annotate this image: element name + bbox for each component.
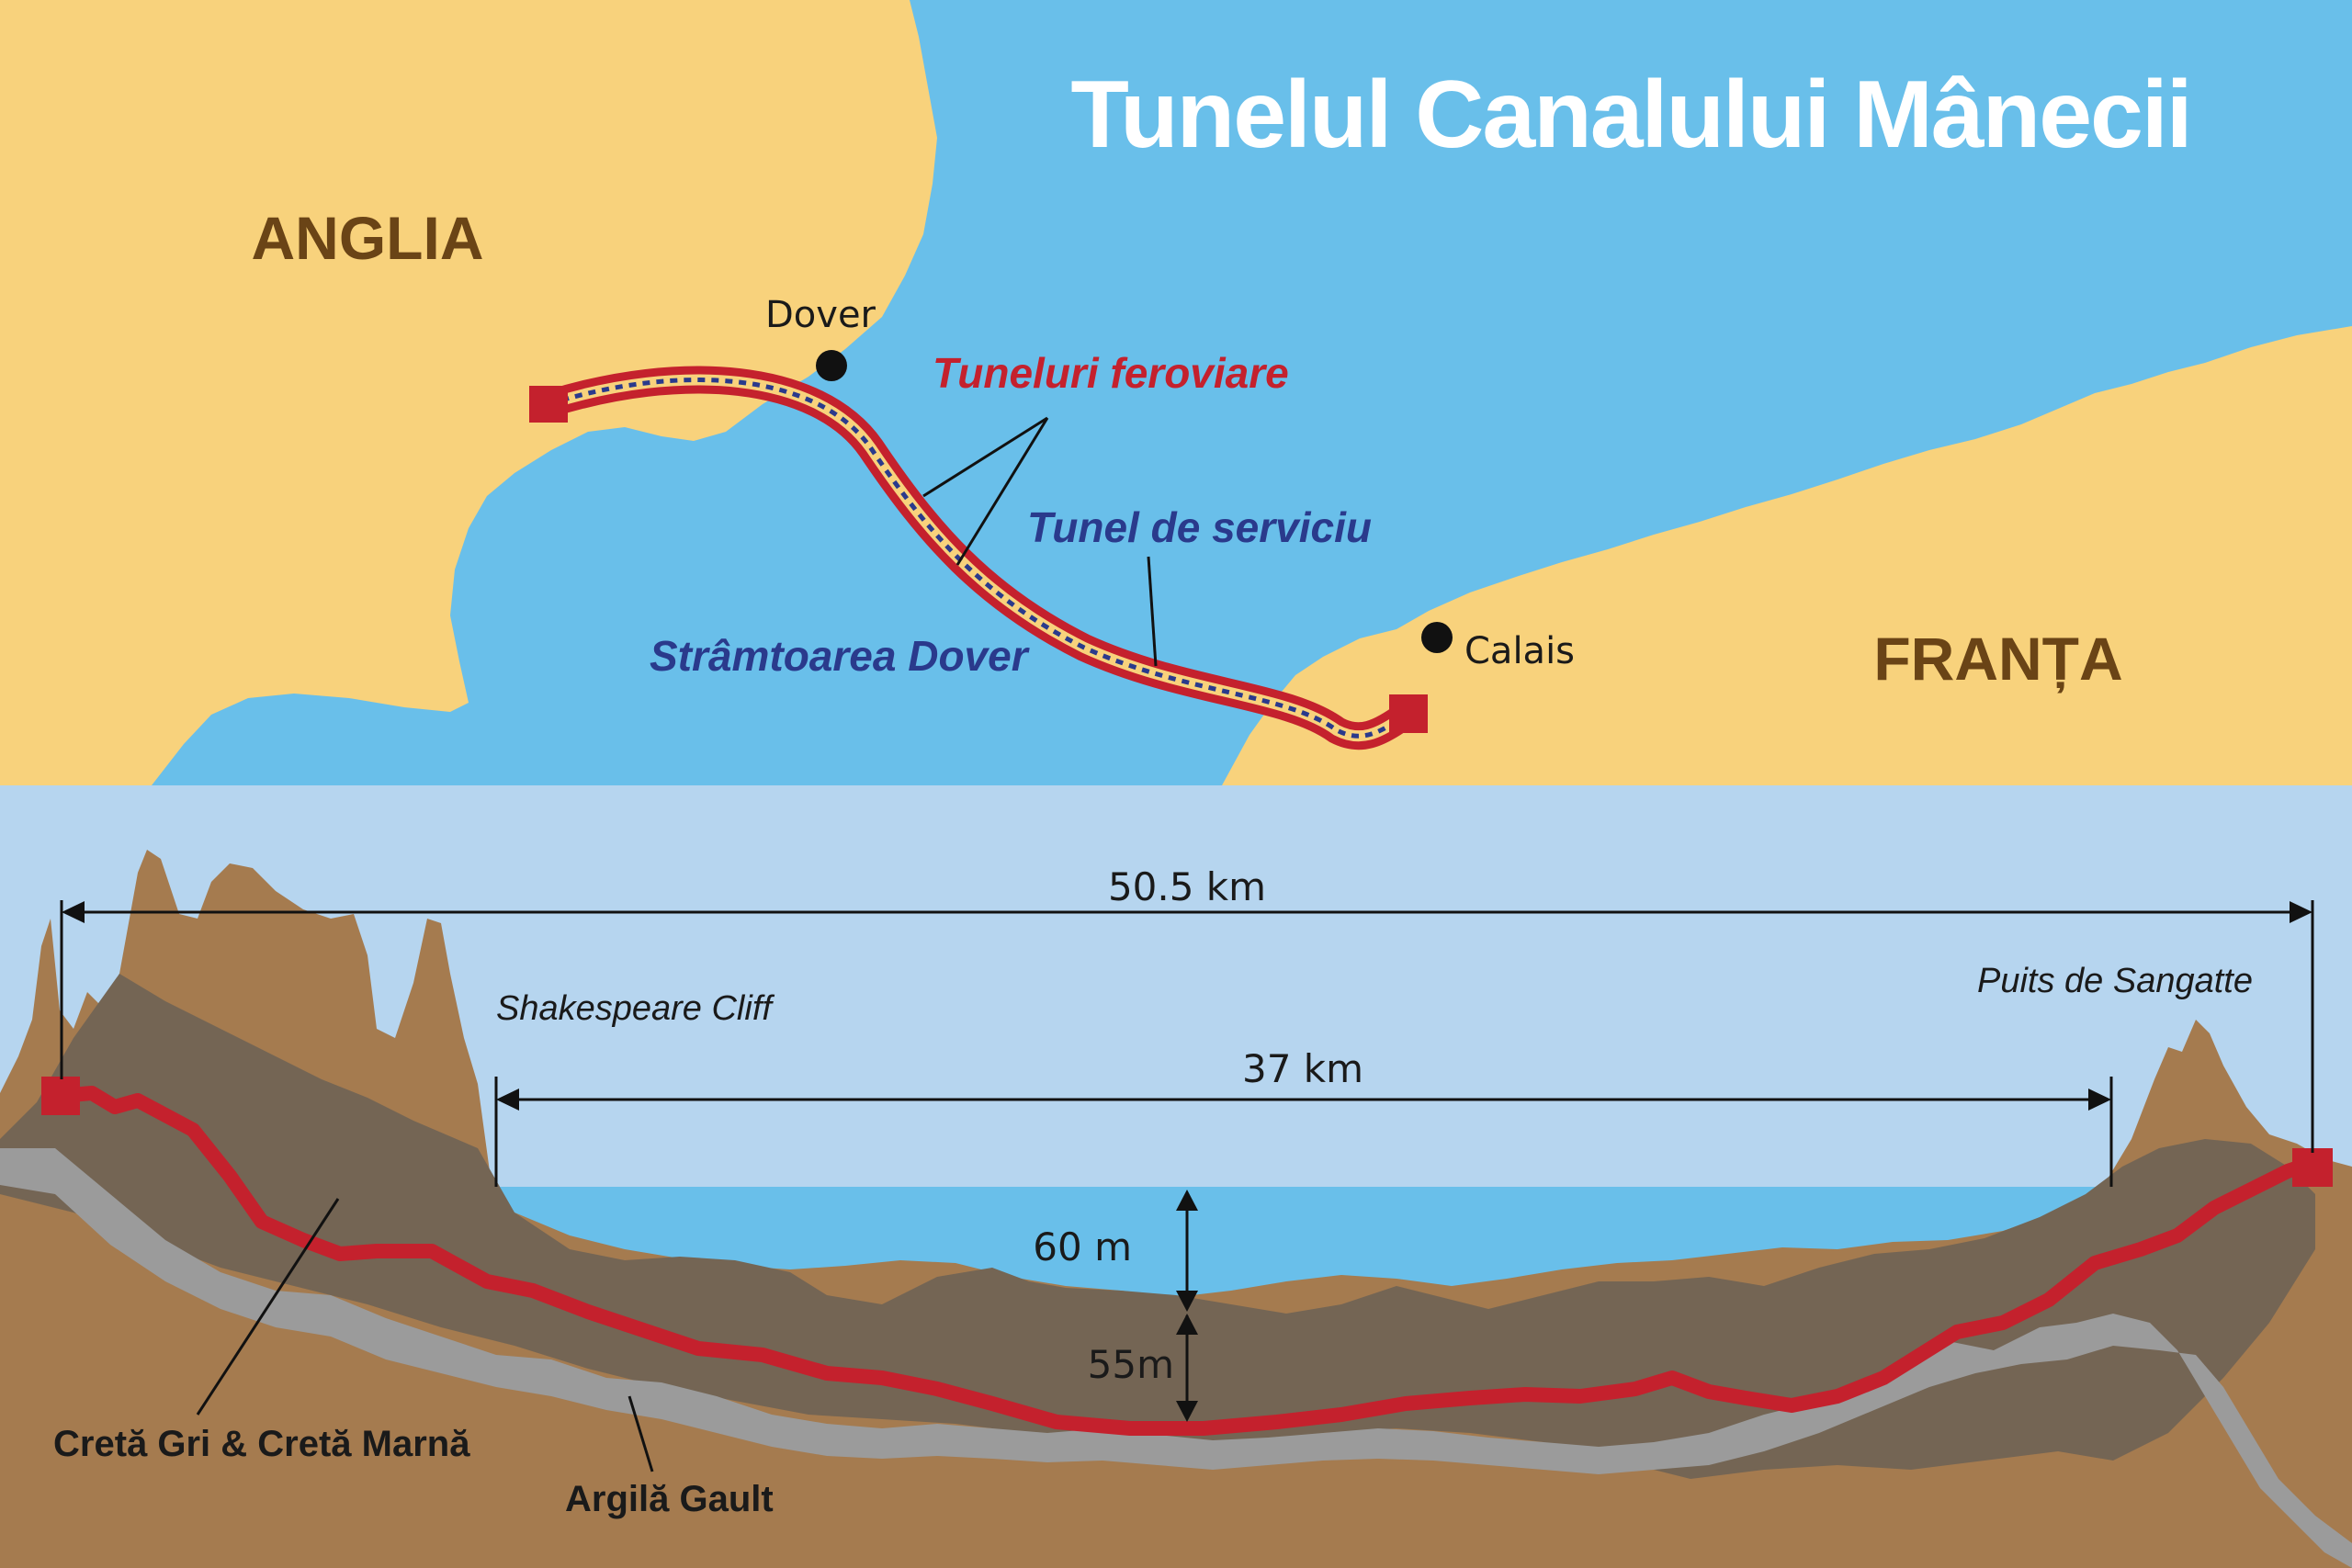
- map-title: Tunelul Canalului Mânecii: [1070, 62, 2190, 168]
- france-landmass: [1222, 326, 2352, 785]
- country-label-england: ANGLIA: [252, 204, 484, 272]
- tunnel-profile-line: [52, 1086, 2323, 1436]
- dimension-undersea-length: 37 km: [494, 1046, 2113, 1187]
- dover-label: Dover: [765, 294, 876, 336]
- tunnel-portal-shakespeare: [41, 1077, 80, 1115]
- calais-label: Calais: [1464, 630, 1575, 672]
- chalk-layer-label: Cretă Gri & Cretă Marnă: [53, 1424, 470, 1464]
- chalk-layer: [0, 974, 2315, 1479]
- country-label-france: FRANȚA: [1873, 625, 2122, 694]
- label-strait: Strâmtoarea Dover: [650, 632, 1030, 680]
- shakespeare-cliff-label: Shakespeare Cliff: [496, 989, 775, 1028]
- tunnel-portal-england: [529, 386, 568, 423]
- water-depth-label: 60 m: [1033, 1224, 1132, 1269]
- tunnel-portal-sangatte: [2292, 1148, 2333, 1187]
- tunnel-portal-france: [1389, 694, 1428, 733]
- label-rail-tunnels: Tuneluri feroviare: [933, 349, 1289, 397]
- map-panel: Tunelul Canalului Mânecii ANGLIA FRANȚA …: [0, 0, 2352, 785]
- gault-clay-label: Argilă Gault: [565, 1479, 774, 1519]
- below-seabed-label: 55m: [1088, 1342, 1174, 1387]
- total-length-label: 50.5 km: [1108, 864, 1266, 909]
- dimension-total-length: 50.5 km: [60, 864, 2314, 1153]
- dimension-depths: 60 m 55m: [1033, 1190, 1198, 1422]
- tunnel-route-map: [529, 366, 1428, 750]
- puits-de-sangatte-label: Puits de Sangatte: [1977, 962, 2253, 1000]
- profile-panel: 50.5 km 37 km 60 m 55m Shakespeare Cliff…: [0, 785, 2352, 1568]
- gault-clay-layer: [0, 1148, 2352, 1568]
- calais-marker: [1421, 622, 1453, 653]
- england-landmass: [0, 0, 937, 785]
- dover-marker: [816, 350, 847, 381]
- label-service-tunnel: Tunel de serviciu: [1027, 503, 1372, 551]
- undersea-length-label: 37 km: [1242, 1046, 1363, 1091]
